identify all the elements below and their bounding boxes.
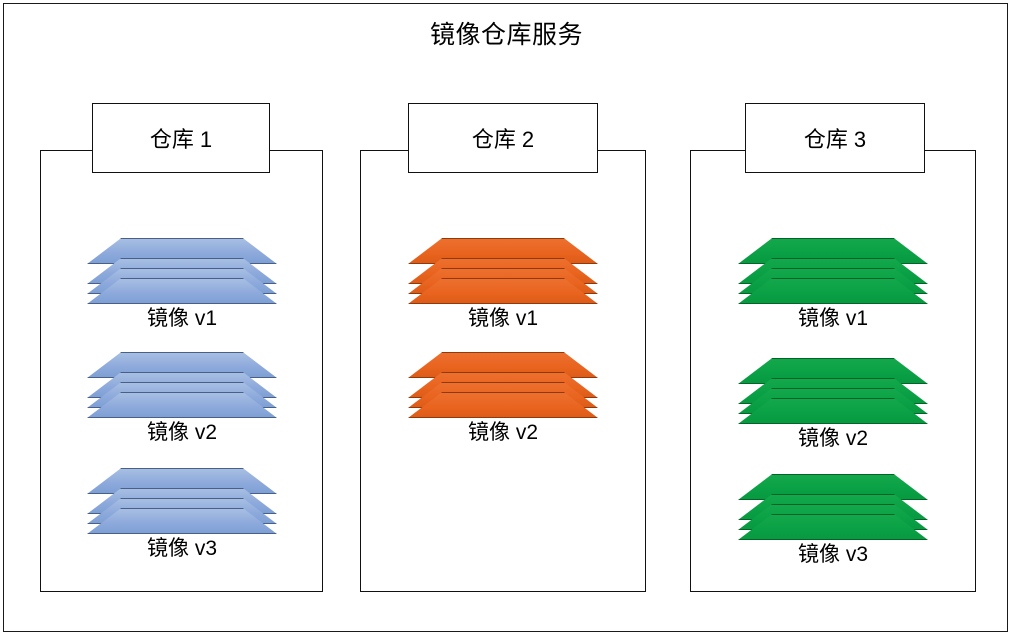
image-layer-stack (408, 238, 598, 304)
repository-header-3[interactable]: 仓库 3 (745, 103, 925, 173)
image-stack-item[interactable]: 镜像 v1 (67, 238, 297, 332)
image-caption: 镜像 v3 (146, 537, 217, 560)
image-caption: 镜像 v1 (467, 307, 538, 330)
image-layer (738, 398, 928, 424)
image-stack-item[interactable]: 镜像 v3 (718, 474, 948, 568)
image-stack-item[interactable]: 镜像 v2 (67, 352, 297, 446)
repository-header-1[interactable]: 仓库 1 (92, 103, 270, 173)
image-caption: 镜像 v1 (797, 307, 868, 330)
image-layer-stack (738, 358, 928, 424)
image-layer-stack (87, 468, 277, 534)
image-caption: 镜像 v1 (146, 307, 217, 330)
repository-label-2: 仓库 2 (471, 127, 535, 152)
image-layer (738, 514, 928, 540)
image-stack-item[interactable]: 镜像 v2 (388, 352, 618, 446)
image-layer (738, 278, 928, 304)
image-layer-stack (738, 474, 928, 540)
image-caption: 镜像 v3 (797, 543, 868, 566)
image-layer-stack (408, 352, 598, 418)
image-caption: 镜像 v2 (797, 427, 868, 450)
repository-header-2[interactable]: 仓库 2 (408, 103, 598, 173)
image-layer-stack (87, 238, 277, 304)
image-layer-stack (738, 238, 928, 304)
image-caption: 镜像 v2 (467, 421, 538, 444)
image-layer-stack (87, 352, 277, 418)
image-stack-item[interactable]: 镜像 v1 (718, 238, 948, 332)
repository-label-1: 仓库 1 (149, 127, 213, 152)
image-layer (87, 392, 277, 418)
image-stack-item[interactable]: 镜像 v2 (718, 358, 948, 452)
image-layer (87, 278, 277, 304)
repository-label-3: 仓库 3 (803, 127, 867, 152)
image-stack-item[interactable]: 镜像 v3 (67, 468, 297, 562)
page-title: 镜像仓库服务 (429, 21, 583, 49)
image-stack-item[interactable]: 镜像 v1 (388, 238, 618, 332)
image-caption: 镜像 v2 (146, 421, 217, 444)
